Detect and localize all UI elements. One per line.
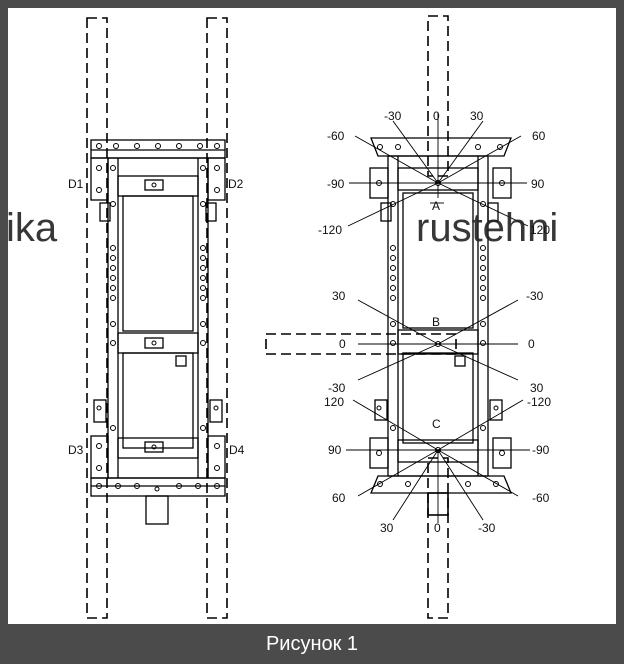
figure-caption: Рисунок 1: [265, 633, 359, 655]
drawing-panel: ika rustehni D1 D2 D3 D4 A B C -30 0 30 …: [8, 8, 616, 624]
label-d1: D1: [68, 177, 84, 191]
angle-a-plus30: 30: [470, 109, 484, 123]
top-plate-right: [370, 137, 512, 157]
watermark-left: ika: [8, 206, 58, 250]
angle-a-minus30: -30: [384, 109, 402, 123]
angle-c-minus60: -60: [532, 491, 550, 505]
angle-a-plus60: 60: [532, 129, 546, 143]
angle-c-plus60: 60: [332, 491, 346, 505]
angle-a-zero: 0: [433, 109, 440, 123]
angle-b-plus30: 30: [332, 289, 346, 303]
technical-drawing: ika rustehni D1 D2 D3 D4 A B C -30 0 30 …: [8, 15, 558, 619]
angle-a-minus60: -60: [327, 129, 345, 143]
label-d4: D4: [229, 443, 245, 457]
bottom-plate-right: [370, 475, 512, 494]
rays-from-c: [346, 399, 530, 523]
angle-c-plus120: 120: [324, 395, 344, 409]
label-point-a: A: [432, 199, 440, 213]
bracket-d2: [207, 157, 226, 201]
label-point-c: C: [432, 417, 441, 431]
angle-b-minus30: -30: [526, 289, 544, 303]
left-frame-view: [86, 17, 228, 619]
rays-from-a: [347, 113, 529, 227]
angle-a-minus120: -120: [318, 223, 342, 237]
angle-c-minus120: -120: [527, 395, 551, 409]
right-rail-dashed: [206, 17, 228, 619]
right-bolt-holes: [376, 144, 505, 487]
angle-b-zero-left: 0: [339, 337, 346, 351]
lower-crossbar: [117, 437, 199, 459]
bottom-lug: [145, 495, 169, 525]
left-rail-dashed: [86, 17, 108, 619]
angle-a-plus90: 90: [531, 177, 545, 191]
bracket-d1: [90, 157, 109, 201]
angle-c-plus90: 90: [328, 443, 342, 457]
angle-c-minus90: -90: [532, 443, 550, 457]
rays-from-b: [357, 299, 519, 381]
middle-crossbar: [117, 332, 199, 354]
angle-a-plus120: 120: [530, 223, 550, 237]
bracket-d3: [90, 435, 109, 479]
label-point-b: B: [432, 315, 440, 329]
watermark-right: rustehni: [416, 206, 558, 250]
angle-b-plus30-low: 30: [530, 381, 544, 395]
angle-b-minus30-low: -30: [328, 381, 346, 395]
angle-c-zero: 0: [434, 521, 441, 535]
angle-a-minus90: -90: [327, 177, 345, 191]
label-d2: D2: [228, 177, 244, 191]
left-bolt-holes: [96, 143, 220, 492]
bracket-d4: [207, 435, 226, 479]
upper-crossbar: [117, 175, 199, 197]
label-d3: D3: [68, 443, 84, 457]
angle-b-zero-right: 0: [528, 337, 535, 351]
angle-c-plus30: 30: [380, 521, 394, 535]
angle-c-minus30: -30: [478, 521, 496, 535]
